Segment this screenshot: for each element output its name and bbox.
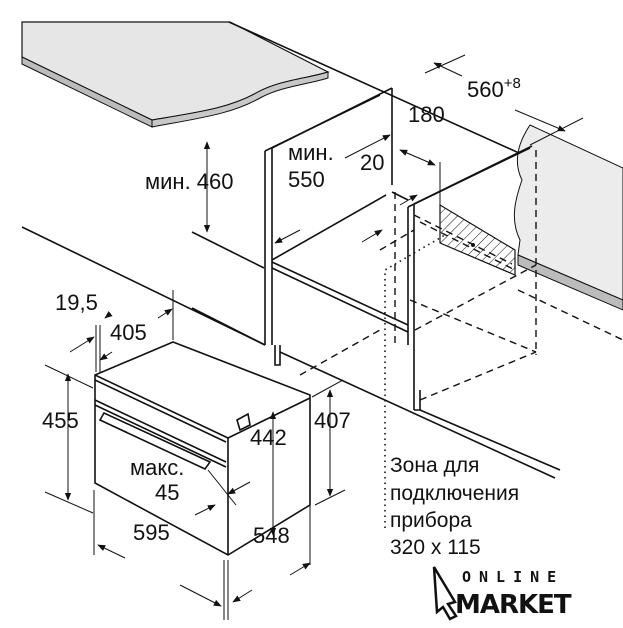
connection-zone-hatch (439, 203, 516, 276)
online-market-logo: ONLINE MARKET (432, 566, 573, 621)
dimension-lines (44, 54, 584, 620)
min-depth-label: 550 (288, 167, 325, 192)
appliance-height-label: 455 (42, 408, 79, 433)
cursor-icon (432, 566, 458, 621)
connection-zone-text: Зона для подключения прибора 320 x 115 (390, 454, 519, 559)
appliance-depth-label: 548 (253, 523, 290, 548)
min-height-label: мин. 460 (145, 169, 234, 194)
logo-line1: ONLINE (462, 568, 564, 586)
niche-width-label: 560+8 (467, 75, 521, 102)
appliance-width-label: 595 (133, 520, 170, 545)
body-height-label: 442 (250, 425, 287, 450)
min-depth-prefix-label: мин. (288, 140, 334, 165)
right-countertop (513, 124, 623, 311)
zone-line: 320 x 115 (390, 536, 481, 559)
cabinet (21, 87, 561, 479)
door-value-label: 45 (155, 480, 179, 505)
niche-outline (299, 150, 623, 528)
front-frame-label: 19,5 (55, 290, 98, 315)
door-max-label: макс. (130, 455, 184, 480)
zone-line: Зона для (390, 454, 479, 477)
side-height-label: 407 (314, 408, 351, 433)
zone-line: прибора (390, 509, 472, 532)
countertop (21, 21, 623, 201)
rear-gap-label: 180 (408, 102, 445, 127)
logo-line2: MARKET (455, 590, 572, 620)
zone-line: подключения (390, 482, 519, 505)
top-depth-label: 405 (110, 320, 147, 345)
front-gap-label: 20 (360, 150, 384, 175)
